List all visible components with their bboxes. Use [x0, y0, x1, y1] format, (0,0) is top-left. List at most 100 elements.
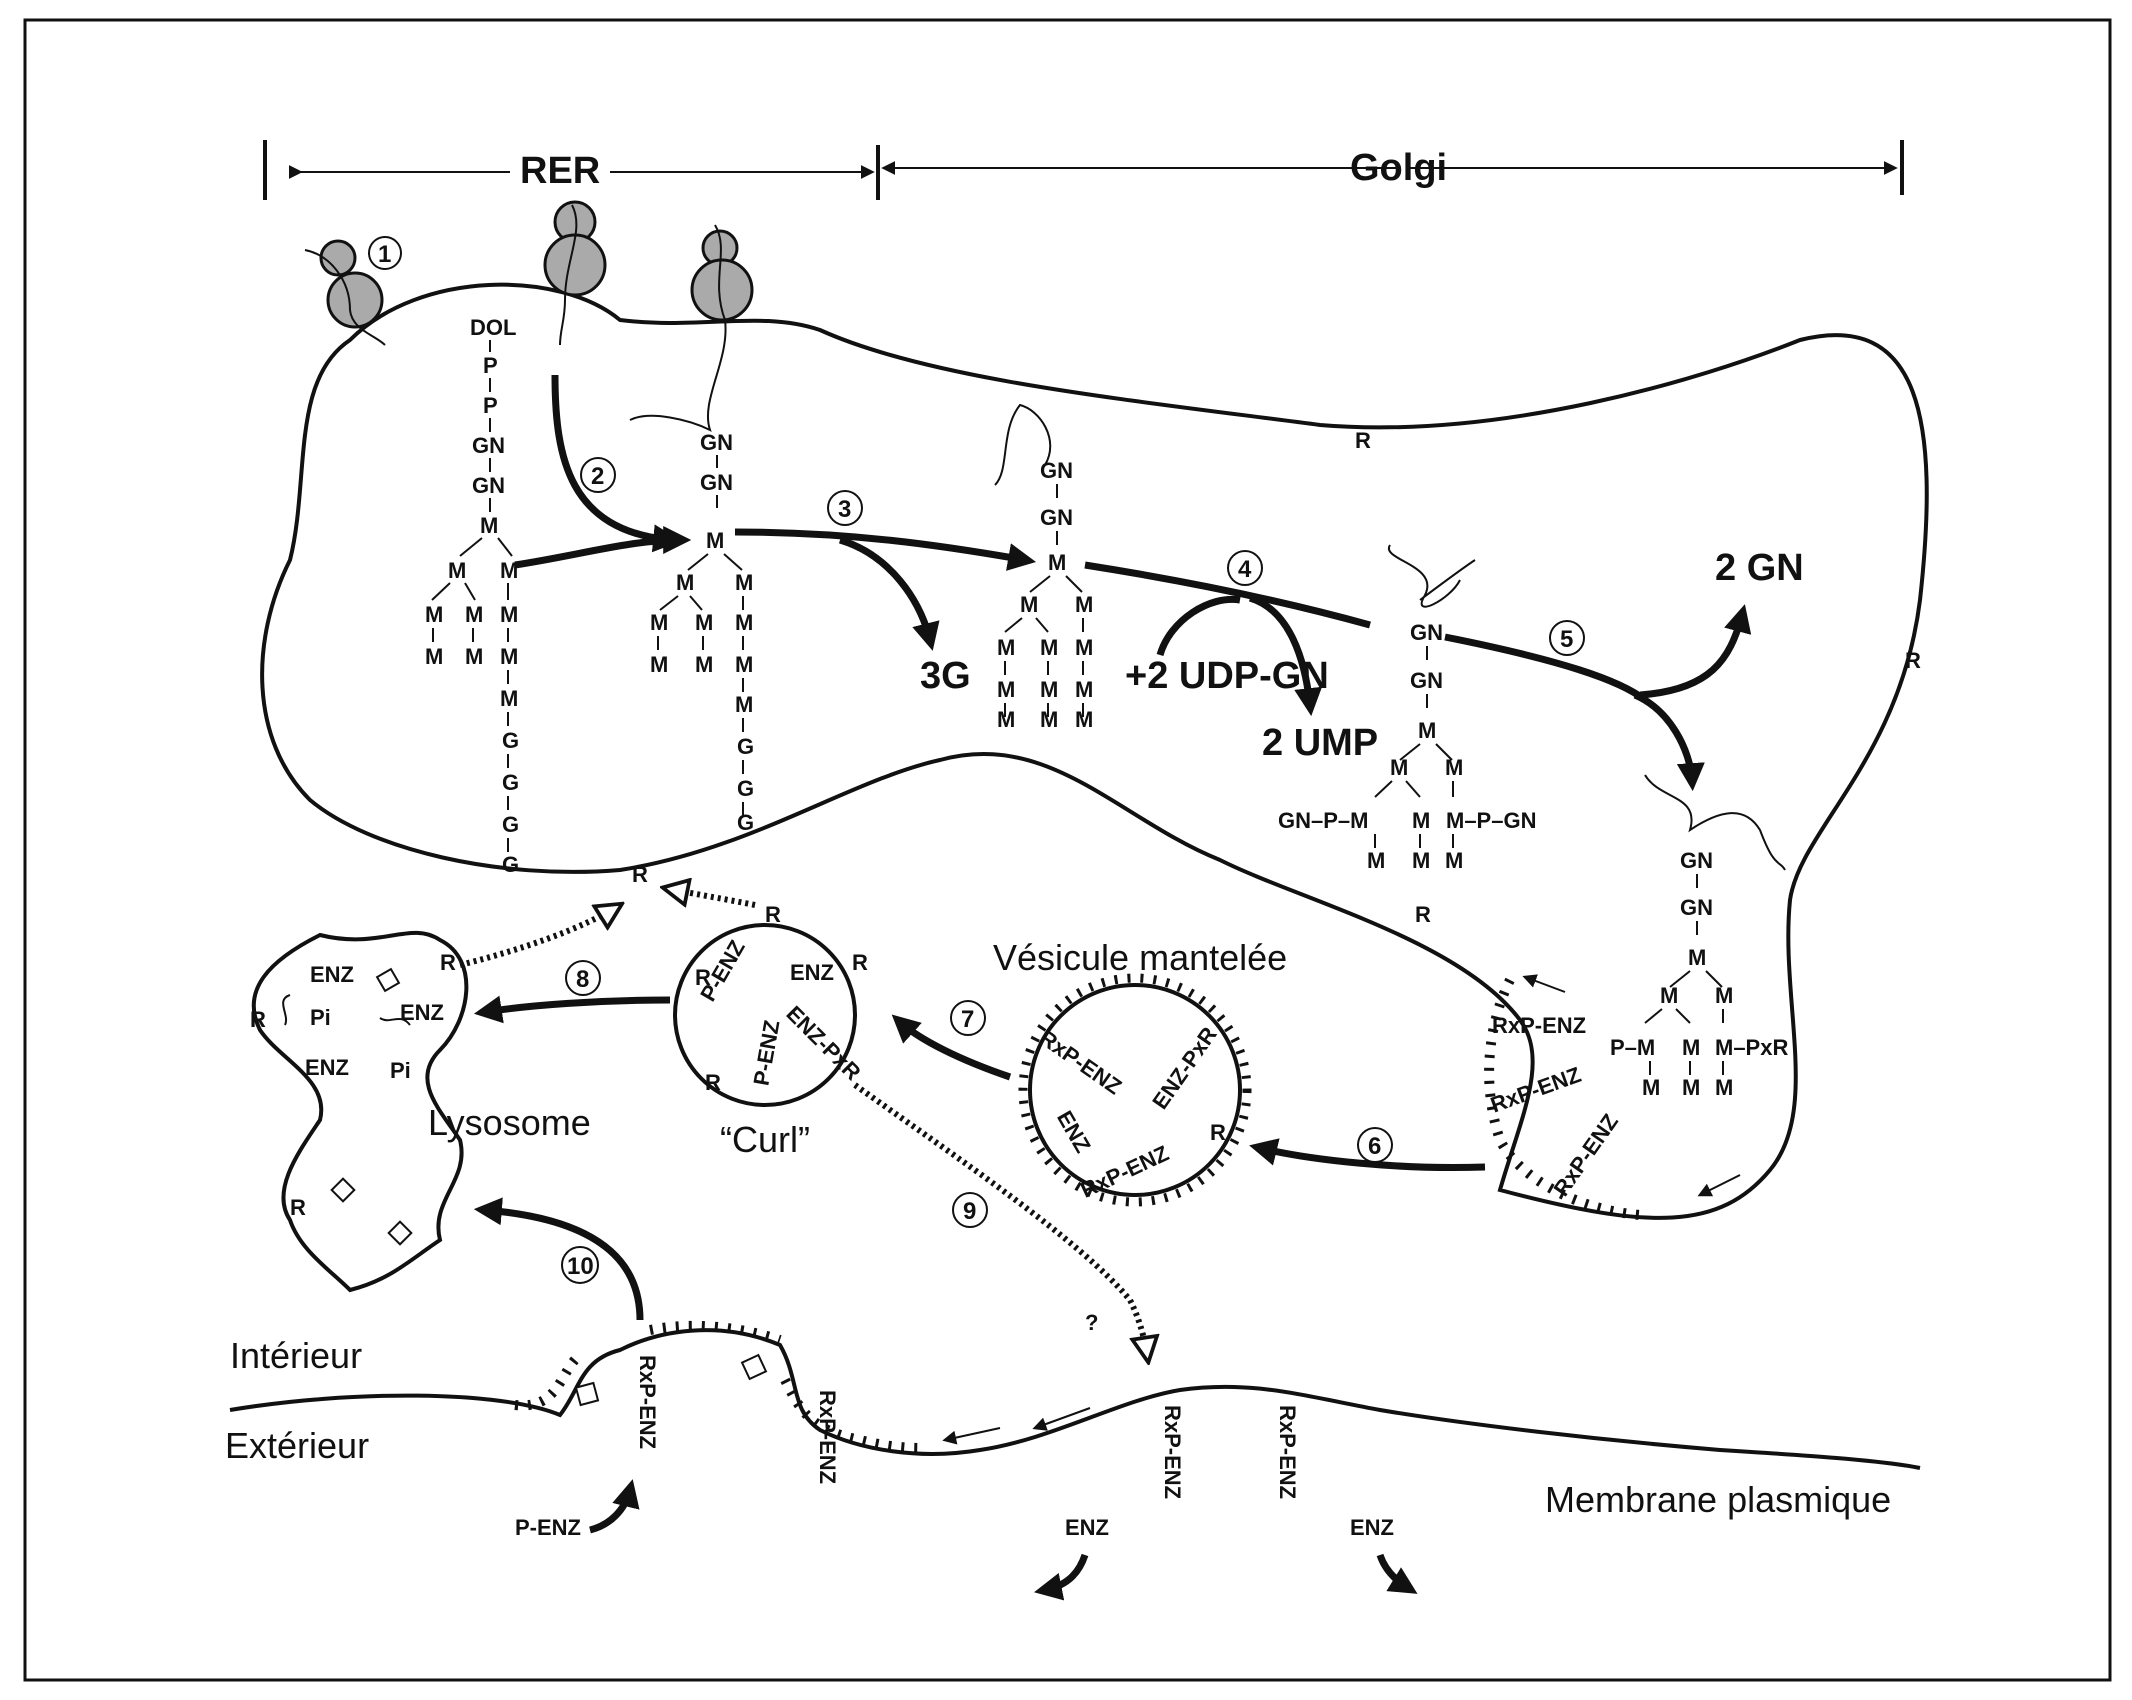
plasma-membrane: RxP-ENZ RxP-ENZ RxP-ENZ RxP-ENZ ? Intéri…	[225, 1310, 1921, 1540]
3g-label: 3G	[920, 655, 971, 697]
ribosome-1	[304, 239, 386, 346]
reaction-labels: 3G +2 UDP-GN 2 UMP 2 GN	[920, 547, 1804, 764]
p-label: P	[483, 353, 498, 378]
m-label: M	[465, 602, 483, 627]
ligand-square-icon	[375, 967, 401, 993]
oligosaccharide-on-protein: GN GN M M M M M M M M M M G G G	[650, 430, 754, 835]
m-p-gn-label: M–P–GN	[1446, 808, 1536, 833]
step-number: 2	[591, 463, 604, 490]
m-label: M	[1075, 635, 1093, 660]
m-pxr-label: M–PxR	[1715, 1035, 1788, 1060]
m-label: M	[1075, 592, 1093, 617]
g-label: G	[737, 776, 754, 801]
m-label: M	[1040, 707, 1058, 732]
enz-pxr-label: ENZ-PxR	[1147, 1022, 1222, 1114]
rx-p-enz-label: RxP-ENZ	[635, 1355, 660, 1449]
gn-label: GN	[1680, 848, 1713, 873]
gn-label: GN	[1410, 620, 1443, 645]
m-label: M	[1445, 755, 1463, 780]
outer-frame	[23, 18, 2112, 1682]
enz-label: ENZ	[790, 960, 834, 985]
receptor-label: R	[695, 965, 711, 990]
rx-p-enz-label: RxP-ENZ	[1549, 1109, 1623, 1200]
clathrin-coat	[1018, 973, 1252, 1207]
m-label: M	[676, 570, 694, 595]
m-label: M	[500, 602, 518, 627]
clathrin-coat	[514, 1320, 921, 1453]
m-label: M	[997, 677, 1015, 702]
arrow-dol-to-protein	[514, 526, 692, 569]
trimmed-oligosaccharide: GN GN M M M M M M M M M M M M	[994, 403, 1093, 732]
step-number: 8	[576, 966, 589, 993]
m-label: M	[997, 707, 1015, 732]
er-golgi-membrane	[260, 282, 1929, 1220]
step-number: 4	[1238, 556, 1252, 583]
m-label: M	[500, 686, 518, 711]
receptor-label: R	[1210, 1120, 1226, 1145]
ribosome-3	[629, 224, 754, 432]
step-number: 9	[963, 1198, 976, 1225]
arrow-step-6	[1249, 1138, 1486, 1172]
2gn-label: 2 GN	[1715, 547, 1804, 589]
receptor-bound-oligosaccharide: GN GN M M M P–M M M–PxR M M M	[1610, 774, 1788, 1100]
step-circle	[1357, 1127, 1393, 1163]
step-circle	[827, 490, 863, 526]
m-label: M	[448, 558, 466, 583]
arrow-to-receptor	[1633, 691, 1705, 792]
step-circle	[1549, 620, 1585, 656]
m-label: M	[1642, 1075, 1660, 1100]
golgi-label: Golgi	[1350, 147, 1447, 189]
m-label: M	[735, 570, 753, 595]
arrow-step-8	[473, 995, 671, 1024]
exterieur-label: Extérieur	[225, 1425, 369, 1466]
membrane-receptors: R R R R	[632, 428, 1921, 927]
rx-p-enz-label: RxP-ENZ	[1035, 1025, 1126, 1099]
m-label: M	[1715, 983, 1733, 1008]
step-number: 1	[378, 241, 391, 268]
m-label: M	[650, 652, 668, 677]
m-label: M	[1075, 707, 1093, 732]
step-markers: 2 3 4 5 6 7 8 9 10	[561, 457, 1585, 1284]
gn-label: GN	[1410, 668, 1443, 693]
receptor-label: R	[250, 1007, 266, 1032]
m-label: M	[465, 644, 483, 669]
m-label: M	[695, 610, 713, 635]
g-label: G	[737, 810, 754, 835]
arrow-step-5	[1444, 633, 1648, 703]
g-label: G	[502, 852, 519, 877]
rx-p-enz-label: RxP-ENZ	[815, 1390, 840, 1484]
ligand-square-icon	[574, 1381, 600, 1407]
lysosome-label: Lysosome	[428, 1102, 591, 1143]
rx-p-enz-label: RxP-ENZ	[1160, 1405, 1185, 1499]
p-label: P	[483, 393, 498, 418]
arrow-step-4	[1084, 561, 1371, 629]
m-label: M	[1660, 983, 1678, 1008]
gn-p-m-label: GN–P–M	[1278, 808, 1368, 833]
enz-label: ENZ	[1052, 1106, 1096, 1157]
rx-p-enz-label: RxP-ENZ	[1492, 1013, 1586, 1038]
m-label: M	[1418, 718, 1436, 743]
step-circle	[565, 960, 601, 996]
gn-label: GN	[1680, 895, 1713, 920]
m-label: M	[695, 652, 713, 677]
arrow-p-enz-in	[588, 1479, 640, 1534]
m-label: M	[997, 635, 1015, 660]
pi-label: Pi	[310, 1005, 331, 1030]
p-enz-label: P-ENZ	[748, 1018, 784, 1087]
pi-label: Pi	[390, 1058, 411, 1083]
receptor-label: R	[705, 1070, 721, 1095]
enz-label: ENZ	[1065, 1515, 1109, 1540]
arrow-step-2	[551, 374, 682, 553]
vesicule-label: Vésicule mantelée	[993, 937, 1287, 978]
ligand-square-icon	[740, 1353, 768, 1381]
curl-compartment: P-ENZ ENZ P-ENZ ENZ-PxR R R R R “Curl”	[673, 902, 868, 1160]
gn-label: GN	[472, 433, 505, 458]
rer-label: RER	[520, 150, 600, 192]
enz-label: ENZ	[310, 962, 354, 987]
m-label: M	[480, 513, 498, 538]
lysosome: ENZ ENZ ENZ Pi Pi R R R Lysosome	[250, 930, 591, 1293]
g-label: G	[502, 770, 519, 795]
rx-p-enz-label: RxP-ENZ	[1487, 1062, 1584, 1118]
rx-p-enz-label: RxP-ENZ	[1275, 1405, 1300, 1499]
receptor-label: R	[632, 862, 648, 887]
